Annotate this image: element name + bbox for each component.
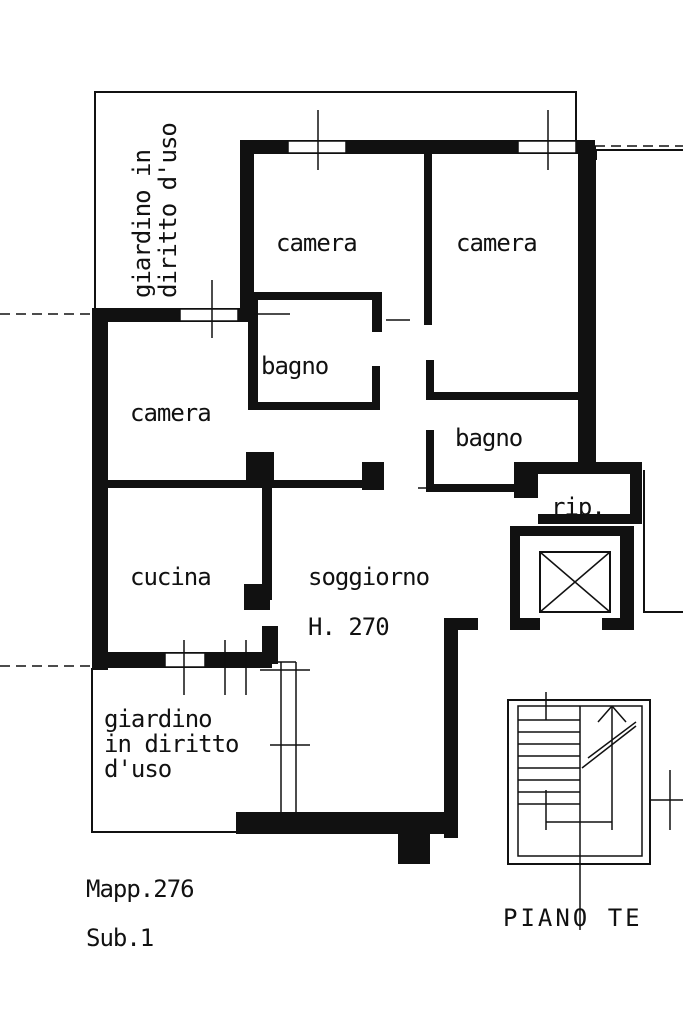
room-label-bagno-right: bagno <box>455 424 522 452</box>
top-garden-outline <box>94 91 577 310</box>
room-label-cucina: cucina <box>130 563 211 591</box>
stair-steps <box>518 692 637 930</box>
room-label-camera-top-right: camera <box>456 229 537 257</box>
cadastral-sub: Sub.1 <box>86 924 153 952</box>
interior-walls <box>100 146 642 664</box>
room-label-soggiorno: soggiorno <box>308 563 429 591</box>
top-garden-line-2: diritto d'uso <box>154 123 182 298</box>
stairwell <box>507 692 683 930</box>
lift-shaft <box>510 526 634 630</box>
room-label-bagno-center: bagno <box>261 352 328 380</box>
cadastral-mapp: Mapp.276 <box>86 875 194 903</box>
bottom-garden-line-3: d'uso <box>104 755 171 783</box>
top-garden-label: giardino in diritto d'uso <box>128 123 182 298</box>
bottom-garden-line-2: in diritto <box>104 730 239 758</box>
room-label-camera-top-left: camera <box>276 229 357 257</box>
windows <box>164 110 577 746</box>
room-label-rip: rip. <box>551 493 605 521</box>
room-height-label: H. 270 <box>308 613 389 641</box>
neighbour-structure <box>595 149 683 613</box>
room-label-camera-left: camera <box>130 399 211 427</box>
bottom-garden-line-1: giardino <box>104 705 212 733</box>
top-garden-line-1: giardino in <box>128 150 156 298</box>
property-lines <box>0 145 683 667</box>
door-marks <box>254 313 438 671</box>
floor-title: PIANO TE <box>503 904 643 932</box>
